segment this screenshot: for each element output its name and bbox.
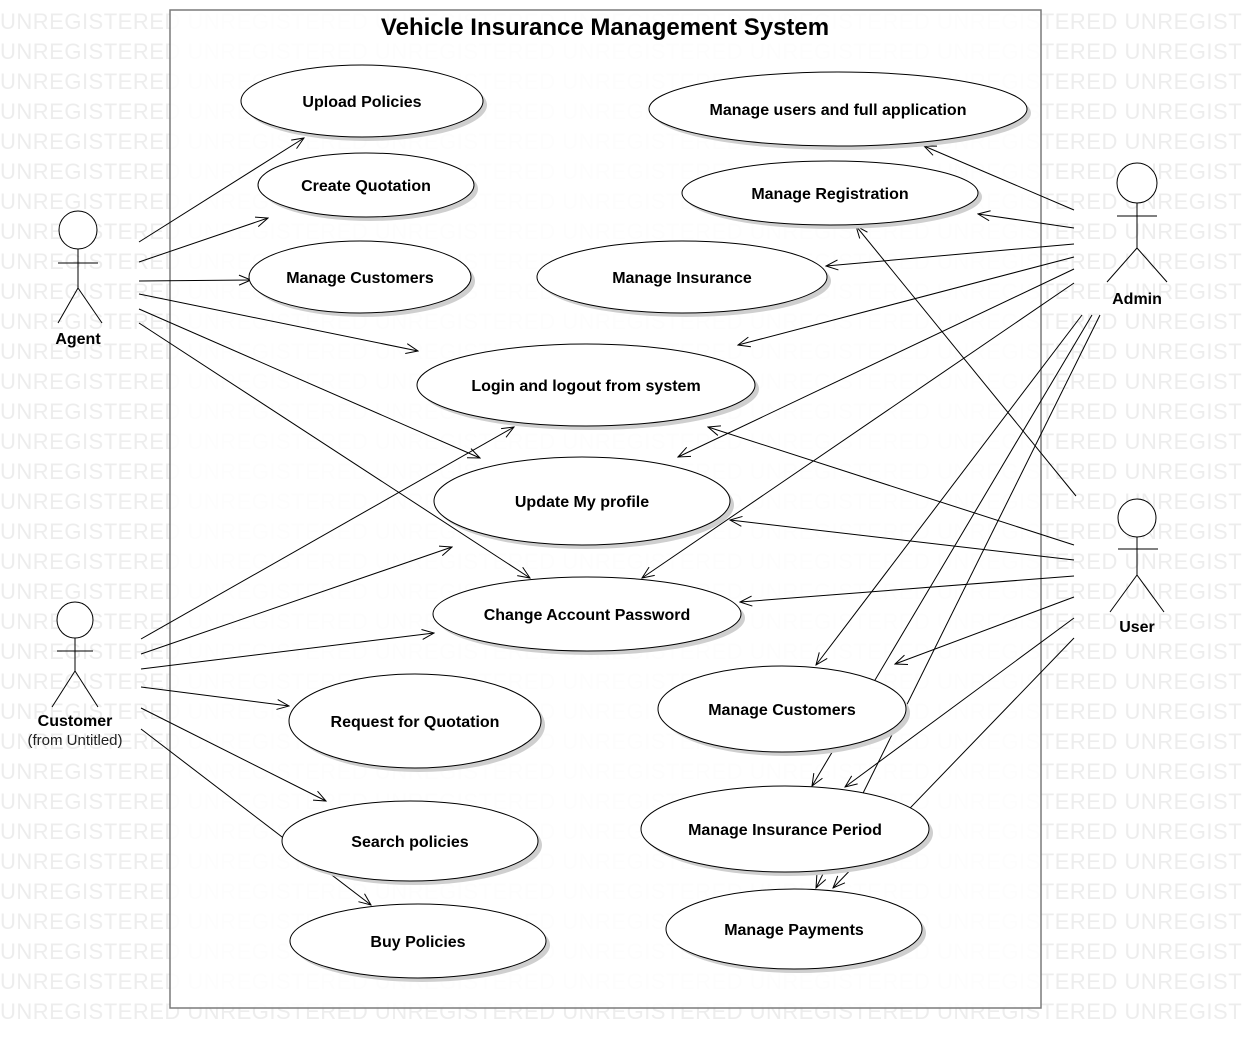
use-case-change-password[interactable]: Change Account Password [432,576,745,655]
actor-head [1117,498,1157,538]
use-case-ellipse[interactable] [536,240,828,314]
use-case-ellipse[interactable] [240,64,484,138]
use-case-request-quotation[interactable]: Request for Quotation [288,673,545,772]
association-user-manage_customers_admin [895,596,1075,664]
association-customer-login_logout [140,427,514,640]
use-case-manage-registration[interactable]: Manage Registration [681,160,982,229]
use-case-label: Buy Policies [370,934,465,951]
use-case-ellipse[interactable] [665,888,923,970]
use-case-manage-insurance[interactable]: Manage Insurance [536,240,831,317]
association-customer-update_profile [140,547,452,655]
actor-head [58,210,98,250]
use-case-update-profile[interactable]: Update My profile [433,456,734,549]
association-admin-manage_users_full_app [924,146,1075,211]
association-admin-update_profile [678,268,1075,457]
association-user-login_logout [708,427,1075,546]
association-customer-search_policies [140,707,326,801]
use-case-manage-customers-agent[interactable]: Manage Customers [248,240,475,317]
actor-left-leg [57,287,79,324]
use-case-label: Manage Insurance Period [688,822,882,839]
actor-head [56,601,94,639]
use-case-label: Manage users and full application [710,102,967,119]
actor-name: User [1119,619,1155,636]
use-cases: Upload Policies Manage users and full app… [240,64,1031,982]
actor-user[interactable]: User [1109,498,1165,636]
use-case-ellipse[interactable] [681,160,979,226]
association-admin-manage_insurance [826,243,1075,266]
association-agent-upload_policies [138,138,304,243]
use-case-label: Manage Customers [708,702,856,719]
actor-agent[interactable]: Agent [55,210,103,348]
associations [138,138,1101,905]
association-user-manage_registration [856,226,1077,497]
use-case-label: Update My profile [515,494,649,511]
use-case-ellipse[interactable] [657,665,907,753]
association-user-update_profile [730,520,1075,561]
association-admin-login_logout [738,256,1075,345]
use-case-ellipse[interactable] [248,240,472,314]
actor-head [1116,162,1158,204]
use-case-buy-policies[interactable]: Buy Policies [289,903,550,982]
actor-right-leg [1136,574,1165,613]
use-case-upload-policies[interactable]: Upload Policies [240,64,487,141]
association-user-manage_insurance_period [845,617,1075,787]
use-case-search-policies[interactable]: Search policies [281,800,542,885]
use-case-label: Request for Quotation [331,714,500,731]
association-agent-manage_customers_agent [138,280,251,281]
association-agent-change_password [138,322,530,578]
use-case-label: Change Account Password [484,607,691,624]
use-case-ellipse[interactable] [416,343,756,427]
association-agent-login_logout [138,293,418,351]
use-case-ellipse[interactable] [288,673,542,769]
association-admin-manage_customers_admin [816,314,1083,665]
actor-name: Agent [55,331,101,348]
association-customer-change_password [140,633,434,670]
use-case-manage-customers-admin[interactable]: Manage Customers [657,665,910,756]
use-case-ellipse[interactable] [648,71,1028,147]
use-case-ellipse[interactable] [432,576,742,652]
actor-right-leg [74,670,99,708]
actor-left-leg [1106,247,1138,283]
use-case-create-quotation[interactable]: Create Quotation [257,152,478,221]
association-admin-manage_registration [978,214,1075,229]
use-case-ellipse[interactable] [640,785,930,873]
use-case-label: Login and logout from system [471,378,700,395]
actor-name: Customer [38,713,113,730]
actor-right-leg [77,287,103,324]
use-case-manage-users-full-app[interactable]: Manage users and full application [648,71,1031,150]
association-agent-update_profile [138,308,480,458]
use-case-login-logout[interactable]: Login and logout from system [416,343,759,430]
actor-left-leg [1109,574,1138,613]
use-case-label: Search policies [351,834,468,851]
use-case-manage-payments[interactable]: Manage Payments [665,888,926,973]
actor-name: Admin [1112,291,1162,308]
use-case-ellipse[interactable] [433,456,731,546]
association-admin-change_password [642,282,1075,578]
association-agent-create_quotation [138,218,268,263]
association-customer-request_quotation [140,686,289,706]
use-case-label: Manage Insurance [612,270,752,287]
actor-left-leg [51,670,76,708]
association-user-change_password [740,575,1075,602]
use-case-manage-insurance-period[interactable]: Manage Insurance Period [640,785,933,876]
use-case-label: Manage Customers [286,270,434,287]
actor-admin[interactable]: Admin [1106,162,1168,308]
use-case-label: Manage Registration [751,186,908,203]
use-case-label: Create Quotation [301,178,431,195]
system-title: Vehicle Insurance Management System [381,14,829,41]
use-case-label: Manage Payments [724,922,864,939]
use-case-label: Upload Policies [302,94,421,111]
actor-customer[interactable]: Customer (from Untitled) [27,601,123,749]
use-case-ellipse[interactable] [281,800,539,882]
use-case-ellipse[interactable] [289,903,547,979]
use-case-ellipse[interactable] [257,152,475,218]
actor-right-leg [1136,247,1168,283]
actor-subtitle: (from Untitled) [27,732,122,749]
